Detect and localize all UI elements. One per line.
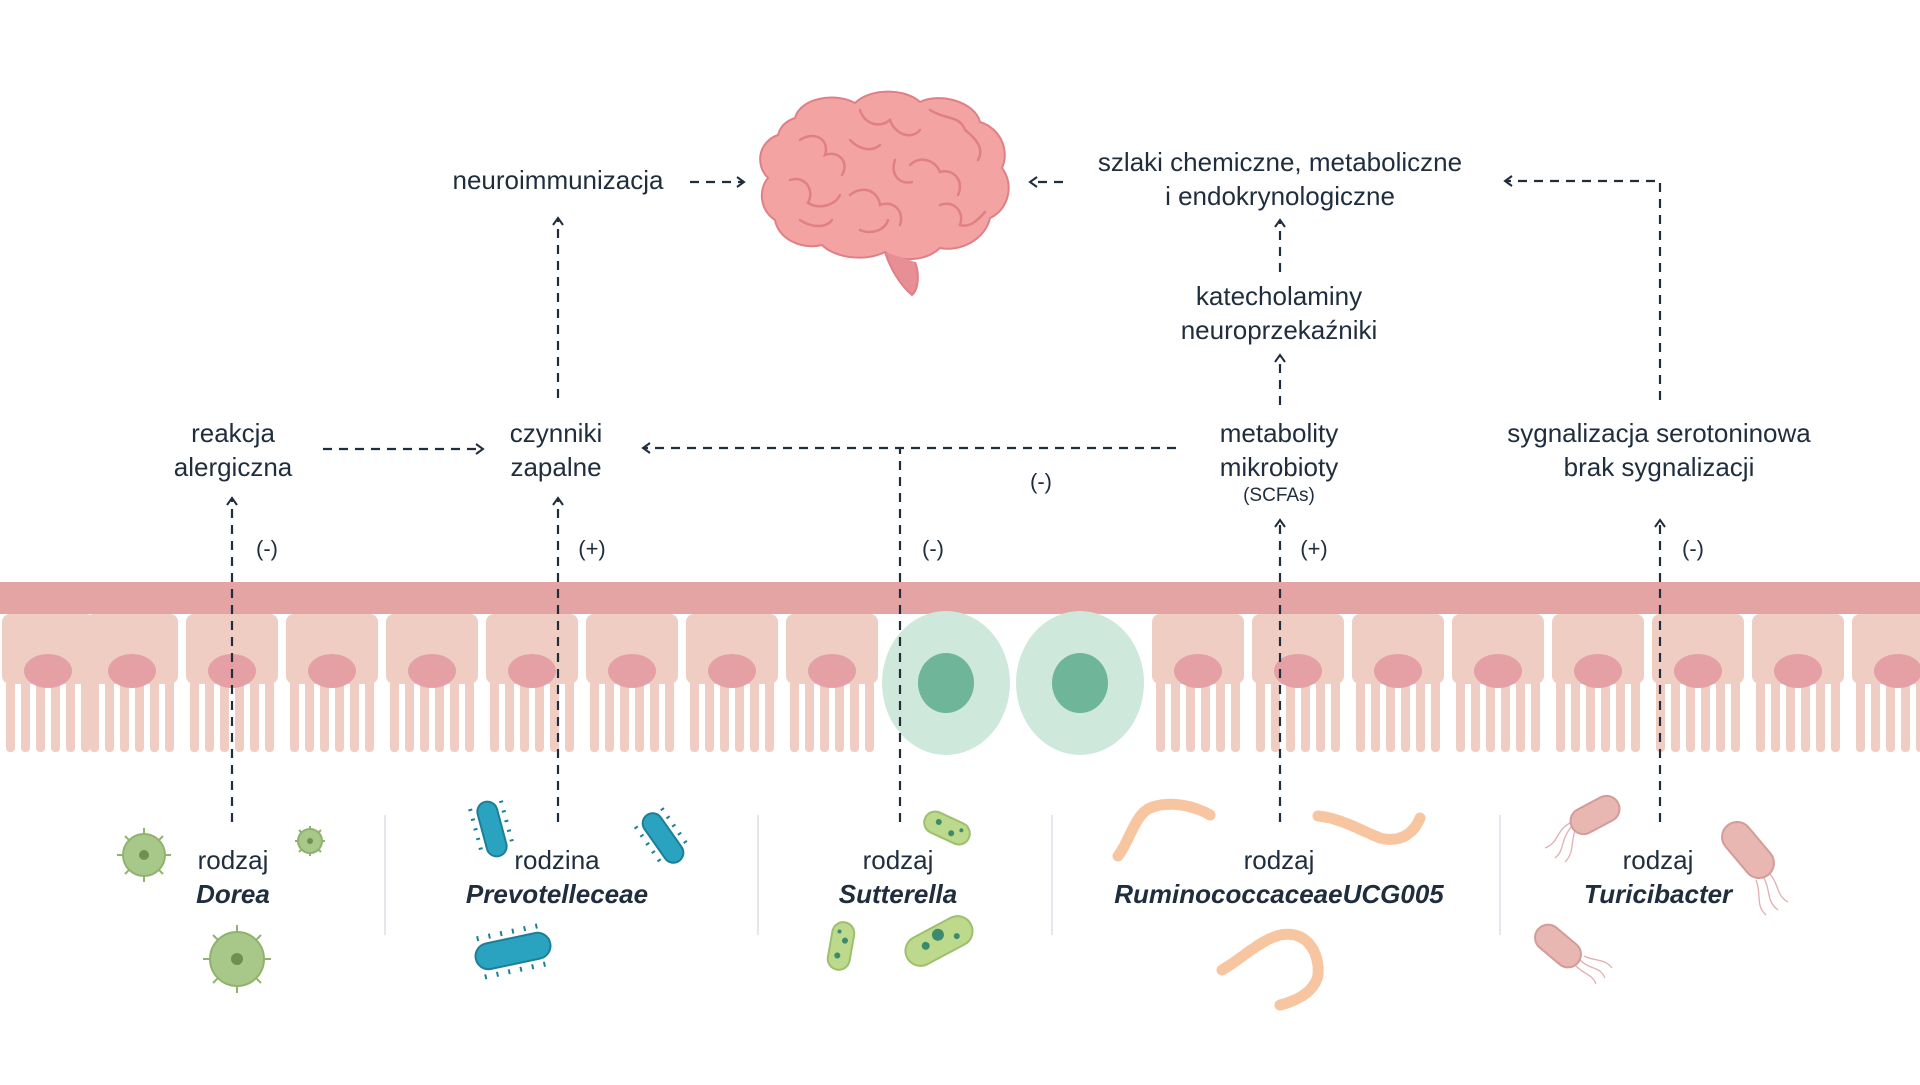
taxon-prevotelleceae: rodzina Prevotelleceae [466,843,648,911]
dorea-cell [117,828,171,882]
catecholamines-label: katecholaminy neuroprzekaźniki [1180,281,1378,345]
allergic-reaction-label: reakcja alergiczna [173,418,293,482]
taxon-rank: rodzaj [1243,845,1315,875]
sutterella-cell [826,921,856,971]
epithelial-cell [1652,614,1744,752]
epithelial-cell [2,614,94,752]
epithelial-cell [186,614,278,752]
taxon-turicibacter: rodzaj Turicibacter [1584,843,1732,911]
taxon-rank: rodzaj [1622,845,1694,875]
prevotelleceae-cell [474,923,552,980]
pathways-label: szlaki chemiczne, metaboliczne i endokry… [1097,147,1463,211]
epithelial-cell [286,614,378,752]
dorea-cell [295,826,325,856]
turicibacter-cell [1534,923,1613,985]
dorea-cell [203,925,271,993]
turicibacter-cell [1721,820,1789,916]
epithelial-cell [86,614,178,752]
taxon-dorea: rodzaj Dorea [196,843,270,911]
taxon-name: Sutterella [838,879,958,909]
prevotelleceae-cell [633,807,688,864]
taxon-name: RuminococcaceaeUCG005 [1114,879,1444,909]
taxon-name: Turicibacter [1583,879,1733,909]
sutterella-inflammatory-sign: (-) [1030,469,1052,494]
epithelial-cell [486,614,578,752]
ruminococcaceae-effect-sign: (+) [1300,536,1328,561]
brain-icon [759,90,1010,297]
sutterella-cell [904,915,974,967]
epithelial-cell [1752,614,1844,752]
dorea-effect-sign: (-) [256,536,278,561]
turicibacter-cell [1544,794,1621,863]
sutterella-bacteria-icon [826,810,974,971]
ruminococcaceae-chain [1112,798,1216,862]
epithelial-cell [1252,614,1344,752]
epithelial-cell [686,614,778,752]
ruminococcaceae-chain [1312,810,1426,845]
taxon-rank: rodzina [514,845,600,875]
epithelial-cell [1452,614,1544,752]
enteroendocrine-cell [882,611,1010,755]
dorea-bacteria-icon [117,826,325,993]
taxon-name: Prevotelleceae [465,879,649,909]
taxon-sutterella: rodzaj Sutterella [839,843,958,911]
epithelial-cell [1552,614,1644,752]
epithelial-cell [786,614,878,752]
turicibacter-effect-sign: (-) [1682,536,1704,561]
sutterella-effect-sign: (-) [922,536,944,561]
pathway-arrows [226,175,1666,822]
microbiota-metabolites-label: metabolity mikrobioty (SCFAs) [1219,418,1339,506]
turicibacter-bacteria-icon [1534,794,1789,985]
prevotelleceae-effect-sign: (+) [578,536,606,561]
sutterella-cell [923,810,971,846]
epithelial-cells [2,614,1920,752]
ruminococcaceae-chain [1216,928,1324,1011]
column-separators [384,815,1501,935]
taxon-rank: rodzaj [197,845,269,875]
prevotelleceae-bacteria-icon [468,800,688,980]
neuroimmunization-label: neuroimmunizacja [452,165,664,195]
intestinal-epithelium [0,582,1920,755]
enteroendocrine-cell [1016,611,1144,755]
inflammatory-factors-label: czynniki zapalne [509,418,603,482]
taxon-ruminococcaceae: rodzaj RuminococcaceaeUCG005 [1114,843,1443,911]
scfas-note: (SCFAs) [1243,485,1315,506]
prevotelleceae-cell [468,800,514,858]
serotonin-signaling-label: sygnalizacja serotoninowa brak sygnaliza… [1507,418,1811,482]
epithelial-cell [386,614,478,752]
epithelial-cell [586,614,678,752]
epithelial-cell [1852,614,1920,752]
ruminococcaceae-bacteria-icon [1112,798,1426,1011]
taxon-name: Dorea [196,879,270,909]
taxon-rank: rodzaj [862,845,934,875]
epithelial-cell [1152,614,1244,752]
epithelial-cell [1352,614,1444,752]
